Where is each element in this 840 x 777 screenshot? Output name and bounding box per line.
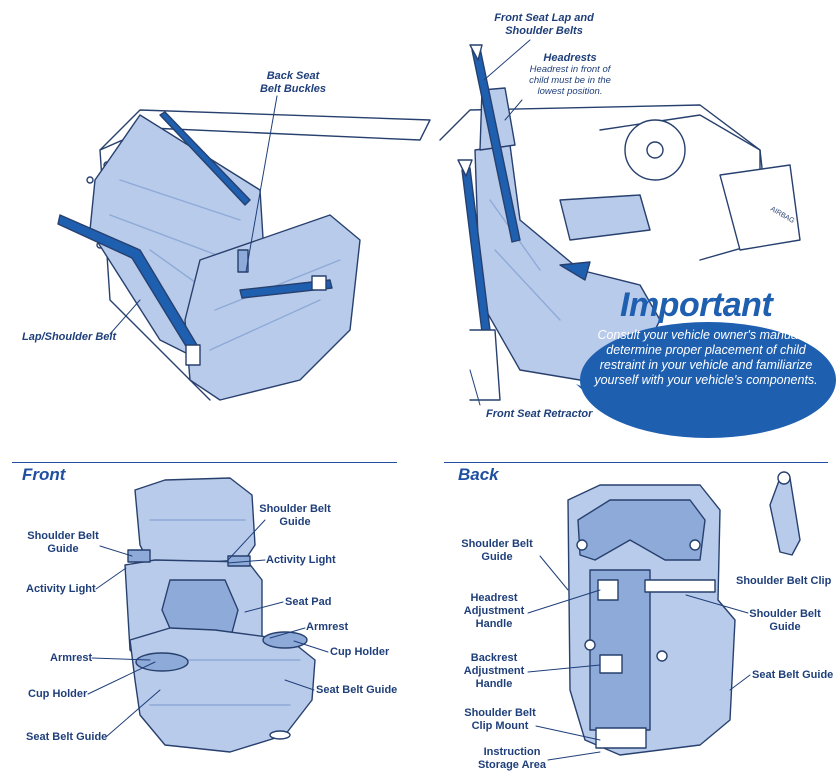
- front-seat-pad: Seat Pad: [285, 596, 332, 608]
- back-seat-belt-guide: Seat Belt Guide: [752, 669, 834, 681]
- back-shoulder-belt-guide-right: Shoulder Belt Guide: [749, 608, 821, 633]
- front-armrest-right: Armrest: [306, 621, 349, 633]
- front-booster-illustration: [124, 477, 316, 753]
- back-clip-mount: Shoulder Belt Clip Mount: [464, 707, 536, 732]
- front-cup-holder-right: Cup Holder: [330, 646, 390, 658]
- front-activity-light-right: Activity Light: [266, 554, 336, 566]
- front-seat-illustration: [439, 44, 801, 401]
- back-seat-buckles-label: Back Seat Belt Buckles: [259, 70, 327, 95]
- back-seat-illustration: [57, 109, 431, 401]
- front-rule: [12, 462, 397, 463]
- lap-shoulder-belt-label: Lap/Shoulder Belt: [22, 331, 117, 343]
- important-title: Important: [620, 286, 773, 324]
- front-seat-belts-label: Front Seat Lap and Shoulder Belts: [494, 12, 594, 37]
- back-storage-area: Instruction Storage Area: [477, 746, 547, 771]
- back-title: Back: [458, 465, 499, 484]
- front-armrest-left: Armrest: [50, 652, 93, 664]
- front-shoulder-belt-guide-right: Shoulder Belt Guide: [259, 503, 331, 528]
- back-rule: [444, 462, 828, 463]
- headrests-label: Headrests: [543, 52, 597, 64]
- back-booster-illustration: [567, 471, 801, 756]
- front-shoulder-belt-guide-left: Shoulder Belt Guide: [27, 530, 99, 555]
- front-seat-belt-guide-left: Seat Belt Guide: [26, 731, 108, 743]
- front-cup-holder-left: Cup Holder: [28, 688, 88, 700]
- leader-lines: [87, 39, 751, 761]
- front-seat-retractor-label: Front Seat Retractor: [486, 408, 593, 420]
- important-bubble: [576, 322, 836, 438]
- back-backrest-handle: Backrest Adjustment Handle: [463, 652, 525, 690]
- headrests-note: Headrest in front of child must be in th…: [529, 64, 611, 97]
- important-body: Consult your vehicle owner's manual to d…: [594, 328, 818, 387]
- front-activity-light-left: Activity Light: [26, 583, 96, 595]
- back-headrest-handle: Headrest Adjustment Handle: [463, 592, 525, 630]
- back-shoulder-belt-guide-left: Shoulder Belt Guide: [461, 538, 533, 563]
- front-seat-belt-guide-right: Seat Belt Guide: [316, 684, 398, 696]
- front-title: Front: [22, 465, 66, 484]
- back-shoulder-belt-clip: Shoulder Belt Clip: [736, 575, 832, 587]
